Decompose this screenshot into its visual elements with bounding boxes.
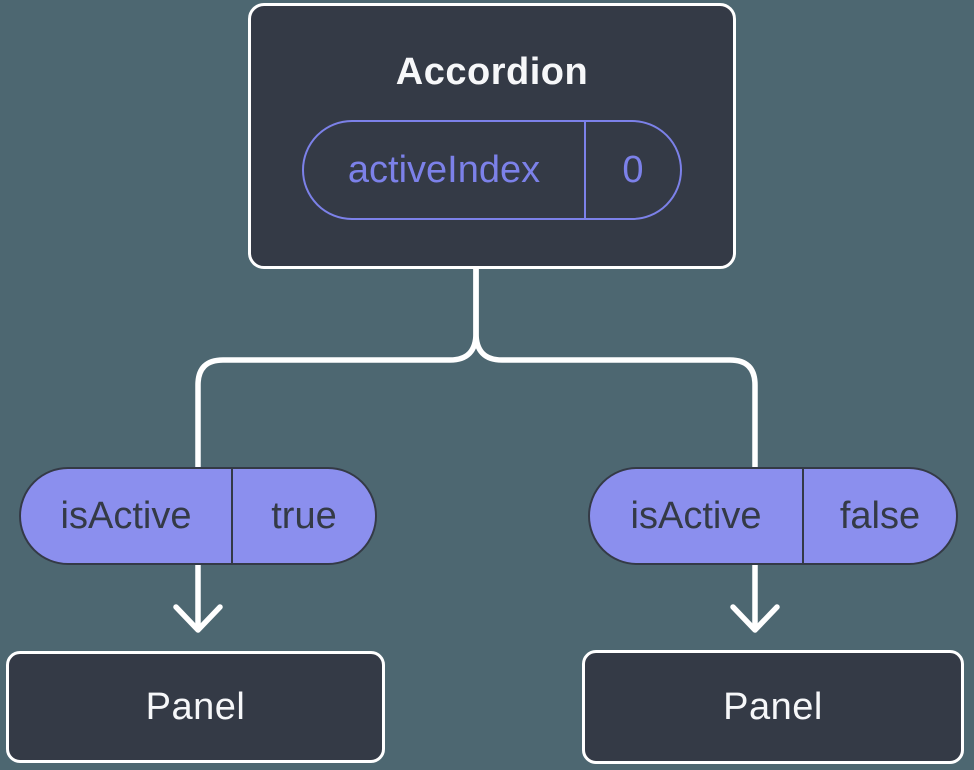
- panel-node-right: Panel: [582, 650, 964, 764]
- activeindex-prop-pill: activeIndex 0: [302, 120, 682, 220]
- prop-value-label: false: [839, 494, 921, 537]
- isactive-true-pill: isActive true: [19, 467, 377, 565]
- prop-name-label: isActive: [21, 469, 233, 563]
- panel-node-title: Panel: [723, 685, 823, 728]
- prop-value-label: 0: [622, 148, 644, 191]
- accordion-node: Accordion activeIndex 0: [248, 3, 736, 269]
- connector-right-branch: [473, 268, 758, 627]
- arrow-down-icon: [173, 604, 223, 633]
- prop-name-label: isActive: [590, 469, 804, 563]
- isactive-false-pill: isActive false: [588, 467, 958, 565]
- prop-name-label: activeIndex: [304, 122, 586, 218]
- prop-value-label: true: [271, 494, 337, 537]
- panel-node-title: Panel: [145, 685, 246, 728]
- accordion-node-title: Accordion: [395, 51, 589, 93]
- connector-left-branch: [195, 268, 479, 627]
- arrow-down-icon: [730, 604, 780, 633]
- panel-node-left: Panel: [6, 651, 385, 763]
